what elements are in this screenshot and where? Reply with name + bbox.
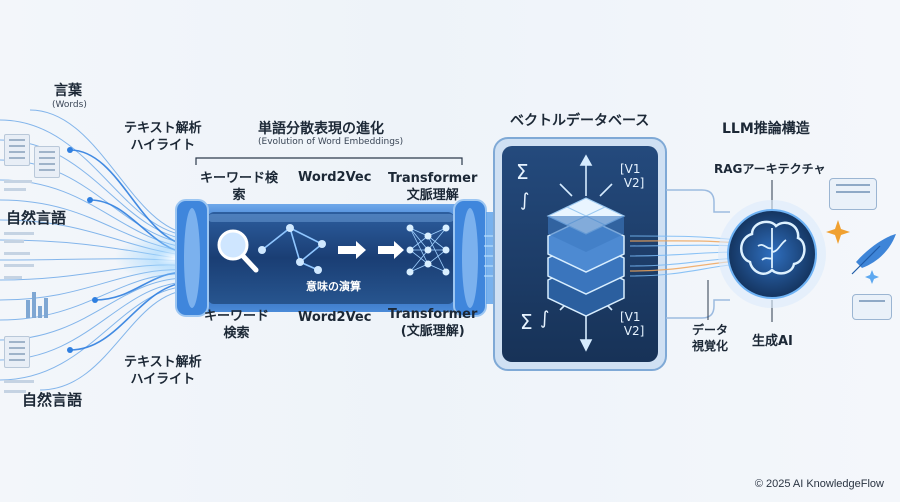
data-visualization-label: データ 視覚化 [692,323,729,353]
words-title: 言葉 [54,83,82,99]
vector-notation-top: [V1 V2] [620,162,645,190]
rag-architecture-label: RAGアーキテクチャ [714,162,826,176]
speech-bubble-icon [852,294,892,320]
natural-language-label-bottom: 自然言語 [22,391,83,409]
document-icon [4,336,30,368]
stage-keyword-top: キーワード検 索 [200,171,279,203]
stage-transformer-bottom: Transformer (文脈理解) [388,307,478,339]
brain-icon [718,200,826,308]
llm-title: LLM推論構造 [722,121,810,137]
vector-db-title: ベクトルデータベース [510,113,650,129]
vector-notation-bottom: [V1 V2] [620,310,645,338]
copyright-footer: © 2025 AI KnowledgeFlow [754,478,884,490]
stage-word2vec-top: Word2Vec [298,170,372,185]
sigma-symbol: Σ [516,160,529,184]
embedding-pipe [175,199,487,317]
speech-bubble-icon [829,178,877,210]
stage-word2vec-bottom: Word2Vec [298,310,372,325]
text-highlight-label-bottom: テキスト解析 ハイライト [124,355,202,387]
natural-language-label-top: 自然言語 [6,209,67,227]
integral-symbol-bottom: ∫ [540,308,550,329]
document-icon [34,146,60,178]
database-cube-icon [546,197,626,317]
feather-icon [851,234,896,275]
input-flow-lines [0,109,191,391]
words-subtitle: (Words) [52,100,87,110]
sigma-symbol-bottom: Σ [520,310,533,334]
evolution-title: 単語分散表現の進化 [258,121,384,137]
magnifier-icon [217,229,259,273]
stage-keyword-bottom: キーワード 検索 [204,309,270,341]
document-icon [4,134,30,166]
evolution-subtitle: (Evolution of Word Embeddings) [258,137,404,147]
integral-symbol: ∫ [520,190,530,211]
stage-transformer-top: Transformer 文脈理解 [388,171,478,203]
generative-ai-label: 生成AI [752,334,793,349]
semantic-arithmetic-label: 意味の演算 [306,280,361,293]
text-highlight-label-top: テキスト解析 ハイライト [124,121,202,153]
chart-icon [26,292,48,318]
